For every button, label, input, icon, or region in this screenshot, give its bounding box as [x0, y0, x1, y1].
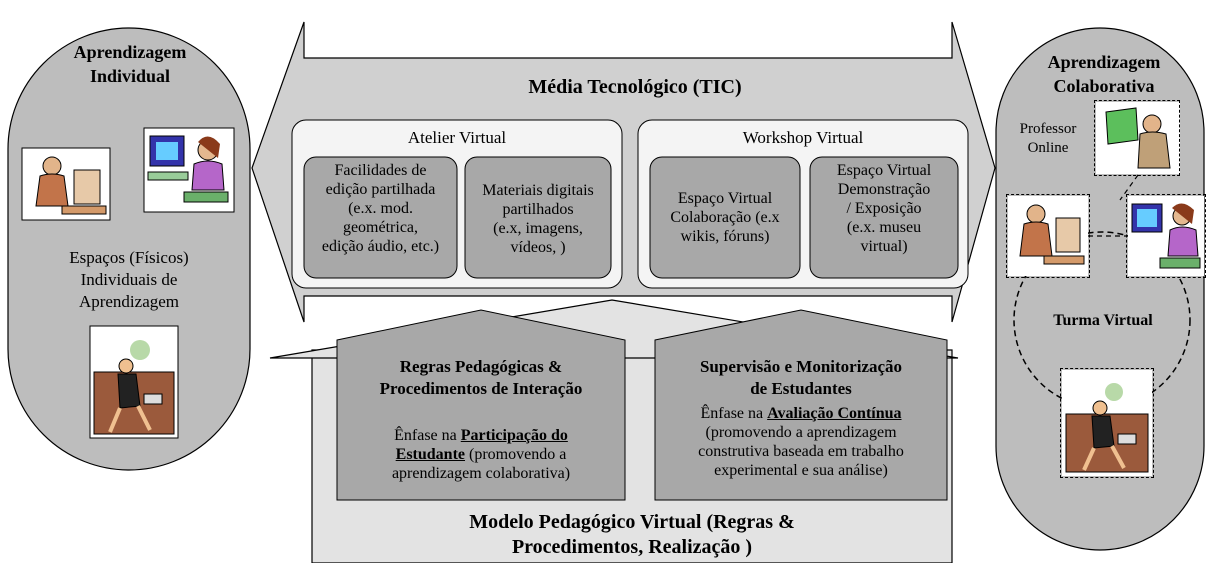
professor-line2: Online — [1027, 140, 1069, 156]
supervision-title-line2: de Estudantes — [750, 379, 852, 398]
workshop-box2: Espaço Virtual Demonstração / Exposição … — [810, 161, 958, 256]
media-title: Média Tecnológico (TIC) — [528, 76, 742, 98]
atelier-box1-line: (e.x. mod. — [348, 200, 413, 217]
workshop-box1-line: wikis, fóruns) — [680, 228, 770, 245]
rules-emphasis: Ênfase na Participação do Estudante (pro… — [337, 426, 625, 483]
rules-title-line1: Regras Pedagógicas & — [399, 357, 563, 376]
right-panel-title: Aprendizagem Colaborativa — [1006, 50, 1202, 98]
workshop-box2-shape — [809, 156, 959, 279]
virtual-class-circle — [1013, 231, 1191, 409]
sofa-dashed-box — [1060, 368, 1154, 478]
left-panel-title: Aprendizagem Individual — [30, 40, 230, 88]
left-title-line2: Individual — [89, 66, 171, 86]
workshop-box2-line: virtual) — [860, 238, 908, 255]
rules-emph-line2: Estudante (promovendo a — [337, 445, 625, 464]
workshop-box1-shape — [649, 156, 801, 279]
atelier-box2-line: Materiais digitais — [482, 182, 594, 199]
rules-emph-link2: Estudante — [395, 446, 466, 463]
spaces-line3: Aprendizagem — [78, 292, 180, 311]
clipart-man-computer-left — [21, 147, 111, 221]
atelier-box1: Facilidades de edição partilhada (e.x. m… — [304, 161, 457, 256]
clipart-woman-computer-left — [143, 127, 235, 213]
workshop-box1-line: Colaboração (e.x — [670, 209, 780, 226]
rules-pentagon-shape — [336, 309, 626, 501]
rules-emph-rest: (promovendo a — [465, 446, 567, 463]
atelier-box2: Materiais digitais partilhados (e.x, ima… — [465, 181, 611, 257]
professor-label: Professor Online — [1004, 120, 1092, 158]
clipart-professor-right — [1096, 102, 1180, 174]
atelier-title: Atelier Virtual — [407, 128, 507, 147]
supervision-emph-line4: experimental e sua análise) — [714, 462, 888, 479]
workshop-box1: Espaço Virtual Colaboração (e.x wikis, f… — [650, 189, 800, 246]
rules-title: Regras Pedagógicas & Procedimentos de In… — [337, 356, 625, 400]
rules-emph-link: Participação do — [460, 427, 568, 444]
atelier-box1-line: edição partilhada — [325, 181, 436, 198]
supervision-emphasis: Ênfase na Avaliação Contínua (promovendo… — [655, 404, 947, 480]
clipart-woman-sofa-left — [89, 325, 179, 439]
rules-emph-prefix: Ênfase na — [394, 427, 461, 444]
supervision-emph-line2: (promovendo a aprendizagem — [705, 424, 897, 441]
clipart-woman-sofa-right — [1062, 370, 1152, 476]
rules-emph-line1: Ênfase na Participação do — [337, 426, 625, 445]
model-title-line2: Procedimentos, Realização ) — [511, 536, 753, 558]
workshop-box2-line: Demonstração — [837, 181, 931, 198]
model-title-line1: Modelo Pedagógico Virtual (Regras & — [469, 511, 795, 533]
supervision-title-line1: Supervisão e Monitorização — [699, 357, 903, 376]
atelier-box1-line: Facilidades de — [334, 162, 427, 179]
workshop-title: Workshop Virtual — [742, 128, 864, 147]
workshop-box2-line: (e.x. museu — [846, 219, 922, 236]
atelier-box1-line: geométrica, — [342, 219, 419, 236]
virtual-class-label: Turma Virtual — [1053, 312, 1153, 329]
atelier-box1-shape — [303, 156, 458, 279]
rules-emph-line3: aprendizagem colaborativa) — [391, 465, 571, 482]
rules-title-line2: Procedimentos de Interação — [379, 379, 583, 398]
supervision-emph-line3: construtiva baseada em trabalho — [698, 443, 904, 460]
left-title-line1: Aprendizagem — [73, 42, 187, 62]
workshop-box2-line: / Exposição — [846, 200, 922, 217]
model-title: Modelo Pedagógico Virtual (Regras & Proc… — [320, 510, 944, 560]
supervision-emph-line1: Ênfase na Avaliação Contínua — [655, 404, 947, 423]
workshop-box2-line: Espaço Virtual — [836, 162, 932, 179]
professor-dashed-box — [1094, 100, 1180, 176]
clipart-man-computer-right — [1008, 196, 1088, 276]
supervision-emph-link: Avaliação Contínua — [767, 405, 902, 422]
spaces-line2: Individuais de — [80, 270, 178, 289]
clipart-woman-computer-right — [1128, 196, 1204, 276]
workshop-box1-line: Espaço Virtual — [677, 190, 773, 207]
right-title-line1: Aprendizagem — [1047, 52, 1161, 72]
supervision-title: Supervisão e Monitorização de Estudantes — [655, 356, 947, 400]
atelier-box1-line: edição áudio, etc.) — [321, 238, 440, 255]
professor-line1: Professor — [1019, 121, 1077, 137]
atelier-box2-line: (e.x, imagens, — [493, 220, 583, 237]
woman-dashed-box — [1126, 194, 1206, 278]
supervision-emph-prefix: Ênfase na — [700, 405, 768, 422]
spaces-line1: Espaços (Físicos) — [69, 248, 189, 267]
right-title-line2: Colaborativa — [1053, 76, 1155, 96]
atelier-box2-shape — [464, 156, 612, 279]
man-dashed-box — [1006, 194, 1090, 278]
left-panel-spaces: Espaços (Físicos) Individuais de Aprendi… — [20, 247, 238, 313]
atelier-box2-line: vídeos, ) — [510, 239, 566, 256]
supervision-pentagon-shape — [654, 309, 948, 501]
atelier-box2-line: partilhados — [502, 201, 574, 218]
